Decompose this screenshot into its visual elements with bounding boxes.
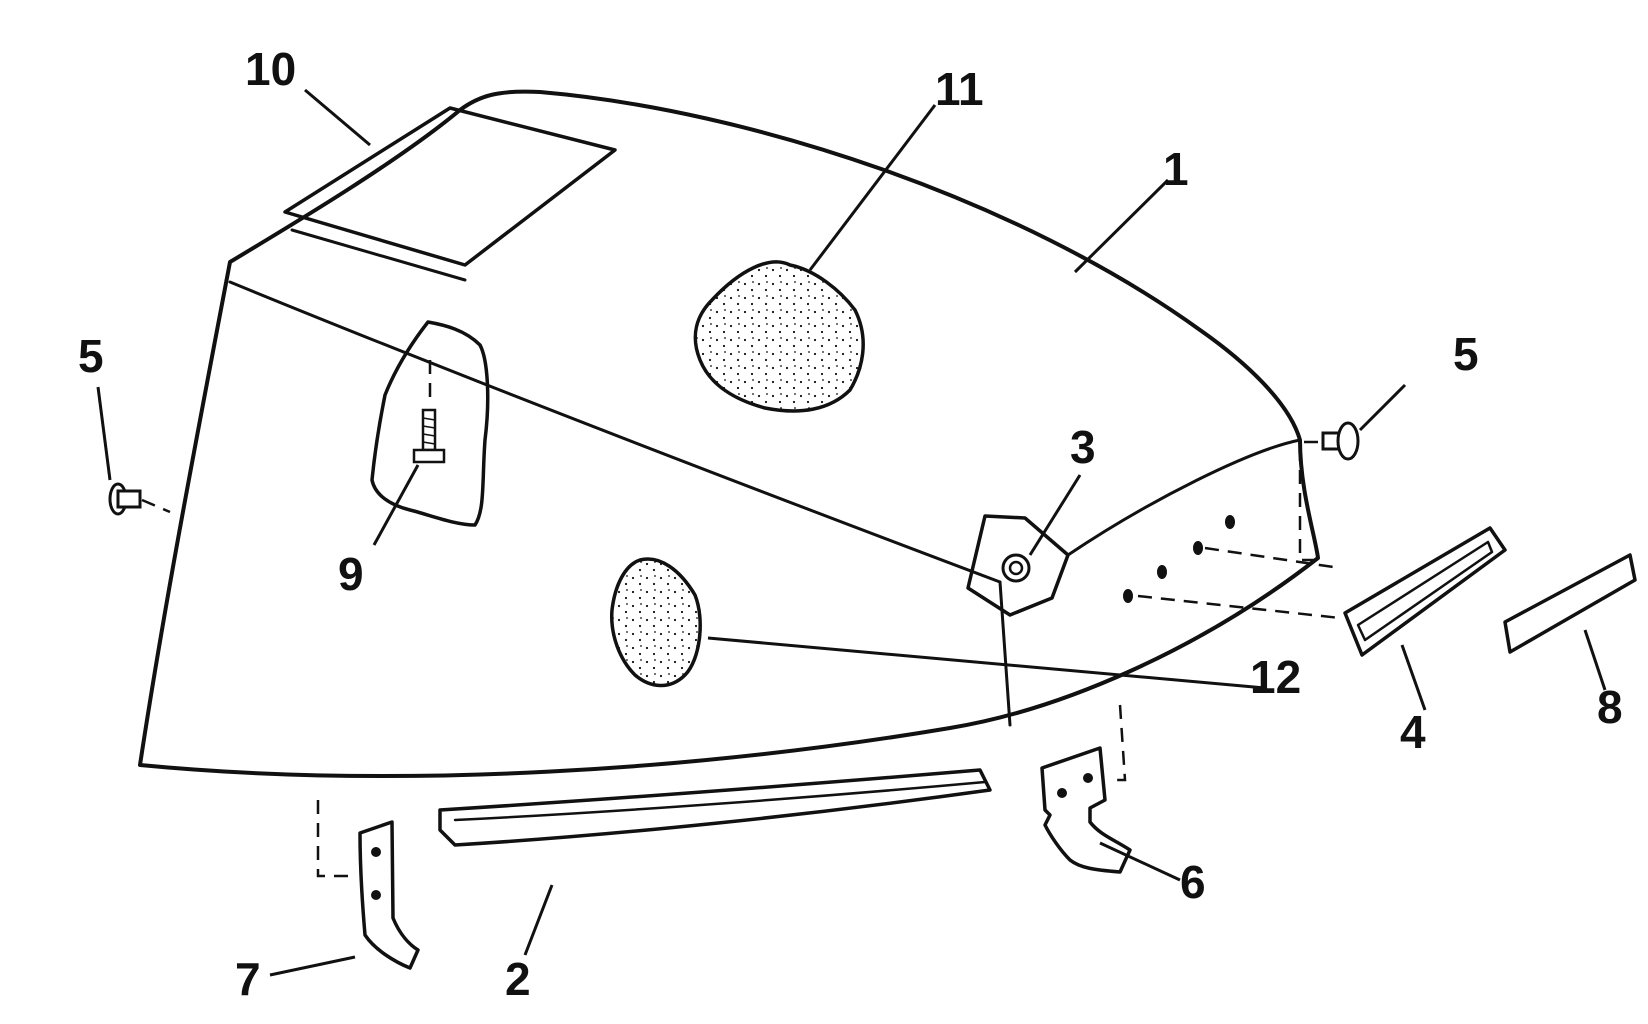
callout-9: 9 [338, 548, 364, 600]
callout-3: 3 [1070, 421, 1096, 473]
callout-labels: 10 11 1 5 5 3 9 12 4 8 6 2 7 [78, 43, 1623, 1005]
emblem-decal-part-8 [1503, 553, 1637, 654]
callout-8: 8 [1597, 681, 1623, 733]
leader-lines [96, 88, 1607, 977]
callout-4: 4 [1400, 706, 1426, 758]
grommet-part-3 [966, 514, 1070, 617]
screw-icon [412, 408, 446, 464]
callout-10: 10 [245, 43, 296, 95]
emblem-holder-part-4 [1137, 526, 1507, 657]
latch-bracket-part-7 [316, 800, 420, 970]
cutaway-screw-part-9 [370, 320, 490, 527]
engine-cover-shell [138, 89, 1320, 778]
callout-7: 7 [235, 953, 261, 1005]
seal-strip-part-2 [438, 768, 992, 847]
top-panel-part-10 [283, 106, 617, 282]
pin-left-part-5 [108, 482, 171, 516]
callout-2: 2 [505, 953, 531, 1005]
callout-1: 1 [1163, 143, 1189, 195]
pin-right-part-5 [1298, 421, 1360, 562]
mounting-holes [1123, 515, 1235, 603]
callout-12: 12 [1250, 651, 1301, 703]
stippled-pad-part-12 [610, 557, 702, 688]
callout-5-right: 5 [1453, 328, 1479, 380]
callout-11: 11 [935, 63, 984, 115]
stippled-pad-part-11 [693, 260, 865, 413]
callout-5-left: 5 [78, 330, 104, 382]
latch-bracket-part-6 [1040, 704, 1132, 874]
callout-6: 6 [1180, 856, 1206, 908]
